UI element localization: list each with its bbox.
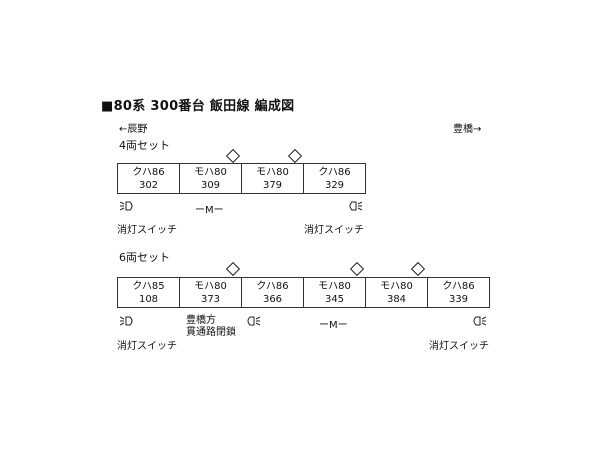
headlight-icon	[349, 201, 362, 211]
car-type: クハ86	[318, 166, 351, 178]
car: クハ86 302	[118, 164, 180, 193]
car: モハ80 384	[366, 278, 428, 307]
car-type: モハ80	[194, 166, 227, 178]
car: クハ86 366	[242, 278, 304, 307]
switch-label: 消灯スイッチ	[429, 341, 489, 352]
pantograph-icon	[225, 261, 241, 277]
formation-4car: クハ86 302 モハ80 309 モハ80 379 クハ86 329	[117, 163, 366, 194]
car-number: 373	[200, 293, 221, 305]
pantograph-icon	[349, 261, 365, 277]
car: モハ80 309	[180, 164, 242, 193]
headlight-icon	[247, 316, 260, 326]
car-number: 108	[138, 293, 159, 305]
car-type: クハ86	[132, 166, 165, 178]
direction-left: ←辰野	[119, 124, 148, 135]
direction-right: 豊橋→	[453, 124, 482, 135]
note-line: 豊橋方	[186, 315, 216, 326]
car-number: 302	[138, 179, 159, 191]
formation-6car: クハ85 108 モハ80 373 クハ86 366 モハ80 345 モハ80…	[117, 277, 490, 308]
car-number: 309	[200, 179, 221, 191]
pantograph-icon	[410, 261, 426, 277]
pantograph-icon	[287, 148, 303, 164]
headlight-icon	[120, 201, 133, 211]
diagram-title: ■80系 300番台 飯田線 編成図	[101, 99, 295, 114]
pantograph-icon	[225, 148, 241, 164]
car-number: 379	[262, 179, 283, 191]
car: モハ80 379	[242, 164, 304, 193]
switch-label: 消灯スイッチ	[117, 341, 177, 352]
car: クハ85 108	[118, 278, 180, 307]
car: クハ86 329	[304, 164, 365, 193]
headlight-icon	[120, 316, 133, 326]
car-number: 384	[386, 293, 407, 305]
car: モハ80 373	[180, 278, 242, 307]
headlight-icon	[473, 316, 486, 326]
note-line: 貫通路閉鎖	[186, 327, 236, 338]
car: クハ86 339	[428, 278, 489, 307]
set-label-4car: 4両セット	[119, 139, 170, 152]
switch-label: 消灯スイッチ	[117, 225, 177, 236]
car-type: モハ80	[380, 280, 413, 292]
motor-label: ーMー	[195, 205, 224, 216]
car: モハ80 345	[304, 278, 366, 307]
set-label-6car: 6両セット	[119, 251, 170, 264]
car-number: 339	[448, 293, 469, 305]
motor-label: ーMー	[319, 320, 348, 331]
car-type: モハ80	[256, 166, 289, 178]
car-type: クハ85	[132, 280, 165, 292]
car-number: 345	[324, 293, 345, 305]
car-type: クハ86	[442, 280, 475, 292]
car-type: モハ80	[318, 280, 351, 292]
switch-label: 消灯スイッチ	[304, 225, 364, 236]
car-number: 329	[324, 179, 345, 191]
car-type: モハ80	[194, 280, 227, 292]
car-number: 366	[262, 293, 283, 305]
car-type: クハ86	[256, 280, 289, 292]
